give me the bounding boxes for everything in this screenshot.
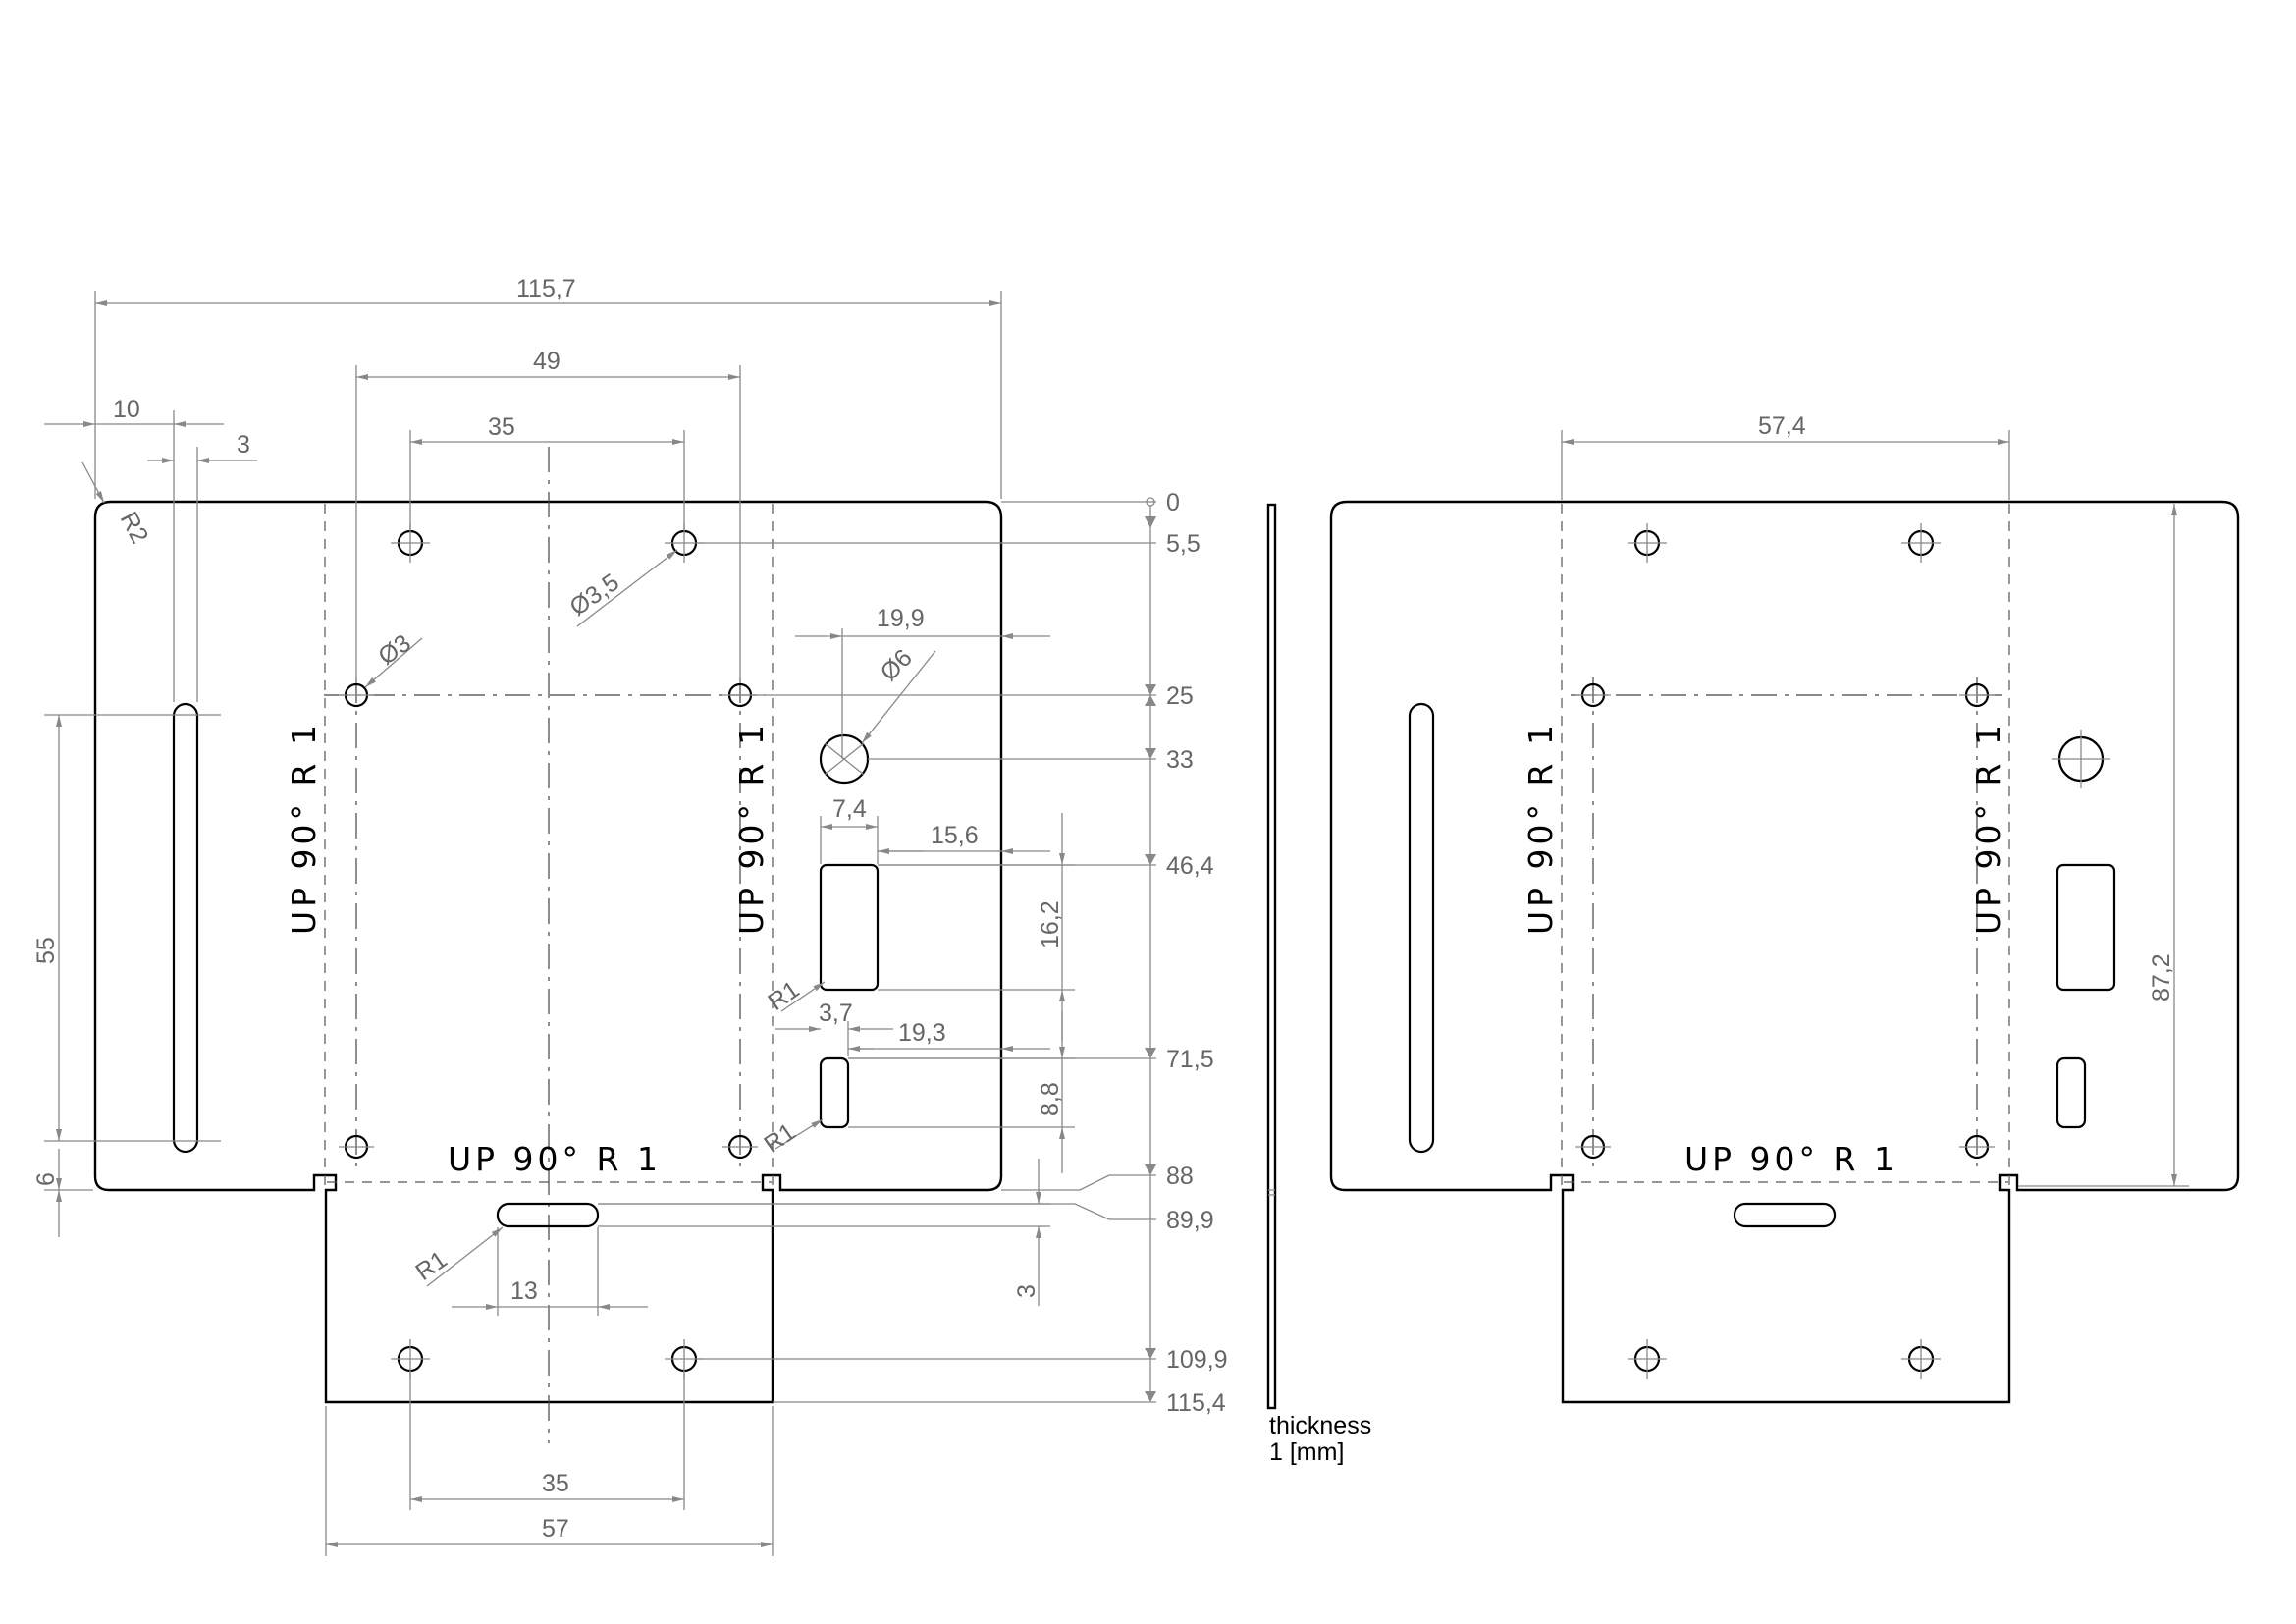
ordinate-label: 88 (1166, 1163, 1194, 1190)
dim-slot-offset: 6 (32, 1172, 60, 1186)
dim-cutout-width: 7,4 (832, 795, 867, 823)
rect-cutout (2056, 863, 2116, 992)
dim-tab-slot-length: 13 (510, 1277, 538, 1305)
dim-side-width: 57,4 (1758, 412, 1806, 440)
large-hole (2052, 730, 2110, 788)
ordinate-label: 109,9 (1166, 1346, 1228, 1374)
rect-cutout (819, 863, 880, 992)
formed-part-view: UP 90° R 1 UP 90° R 1 UP 90° R 1 57,4 87… (1329, 412, 2240, 1404)
dim-cutout-radius: R1 (763, 976, 804, 1016)
dim-cutout-height: 16,2 (1037, 900, 1064, 948)
mounting-holes (1575, 523, 1995, 1379)
dim-small-cutout-width: 3,7 (819, 1000, 853, 1027)
thickness-note-line1: thickness (1269, 1412, 1371, 1439)
dim-offset-10: 10 (113, 396, 140, 423)
ordinate-label: 33 (1166, 746, 1194, 774)
small-cutout (819, 1056, 850, 1129)
dim-radius-r2: R2 (115, 508, 154, 548)
dim-slot-length: 55 (32, 937, 60, 964)
dim-small-cutout-radius: R1 (759, 1118, 800, 1159)
dim-hole-span-49: 49 (533, 348, 561, 375)
dim-dia-large: Ø6 (875, 644, 917, 686)
dim-side-height: 87,2 (2148, 953, 2175, 1001)
dim-tab-slot-offset: 3 (1013, 1284, 1041, 1298)
tab-slot (1733, 1202, 1837, 1228)
dim-tab-slot-radius: R1 (410, 1246, 452, 1286)
ordinate-labels: 0 5,5 25 33 46,4 71,5 88 89,9 109,9 115,… (1166, 489, 1228, 1417)
tab-slot (496, 1202, 600, 1228)
thickness-note-line2: 1 [mm] (1269, 1438, 1344, 1466)
side-view-profile (1266, 503, 1277, 1410)
dim-hole-span-35-top: 35 (488, 413, 515, 441)
bend-label-right-bottom: UP 90° R 1 (1684, 1140, 1898, 1178)
dim-overall-width: 115,7 (516, 275, 576, 302)
ordinate-label: 25 (1166, 682, 1194, 710)
flat-pattern-view: UP 90° R 1 UP 90° R 1 UP 90° R 1 (32, 275, 1228, 1556)
ordinate-label: 46,4 (1166, 852, 1214, 880)
dim-small-cutout-offset: 19,3 (898, 1019, 946, 1047)
bend-label-right-left: UP 90° R 1 (1522, 721, 1560, 935)
bend-label-right-middle: UP 90° R 1 (1969, 721, 2007, 935)
dim-large-hole-offset: 19,9 (877, 605, 925, 632)
bend-label-middle: UP 90° R 1 (732, 721, 771, 935)
dim-dia-small: Ø3 (373, 629, 415, 671)
ordinate-label: 89,9 (1166, 1207, 1214, 1234)
formed-part-outline (1329, 500, 2240, 1404)
side-view: thickness 1 [mm] (1266, 503, 1371, 1466)
long-slot (1408, 702, 1435, 1154)
dimension-lines (44, 291, 1156, 1556)
ordinate-label: 115,4 (1166, 1389, 1226, 1417)
flat-pattern-outline (93, 500, 1003, 1404)
ordinate-label: 71,5 (1166, 1046, 1214, 1073)
bend-label-left: UP 90° R 1 (285, 721, 323, 935)
dim-tab-width: 57 (542, 1515, 569, 1543)
small-cutout (2056, 1056, 2087, 1129)
dim-bottom-hole-span: 35 (542, 1470, 569, 1497)
bend-label-bottom: UP 90° R 1 (448, 1140, 662, 1178)
ordinate-label: 5,5 (1166, 530, 1201, 558)
ordinate-label: 0 (1166, 489, 1180, 516)
long-slot (172, 702, 199, 1154)
dim-offset-3: 3 (237, 431, 250, 459)
dim-small-cutout-height: 8,8 (1037, 1082, 1064, 1116)
large-hole (819, 628, 870, 785)
dim-cutout-offset: 15,6 (931, 822, 979, 849)
